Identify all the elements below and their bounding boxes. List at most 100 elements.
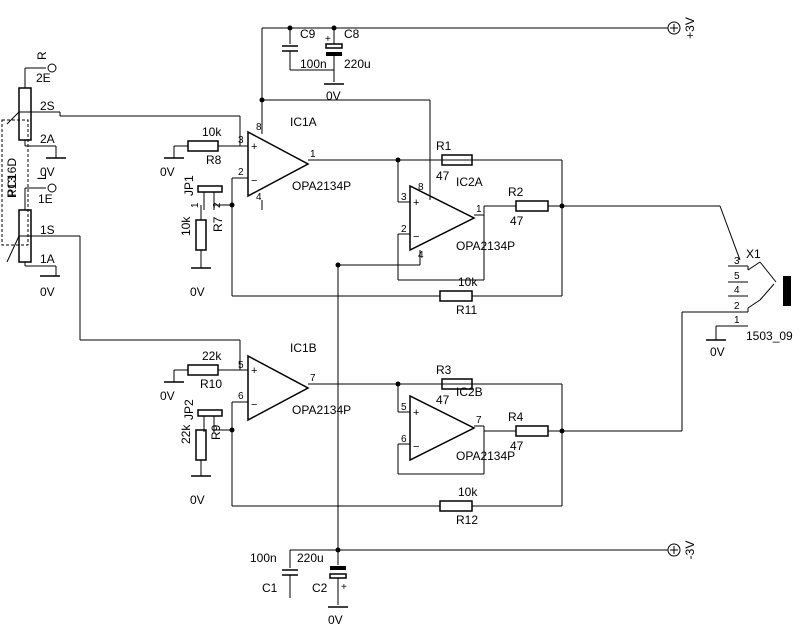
pot-type: PC16D — [5, 158, 19, 197]
ic2a-wiring — [395, 157, 741, 281]
r2-value: 47 — [510, 214, 524, 228]
jumper-jp1[interactable]: JP1 1 2 — [182, 175, 223, 210]
svg-text:+: + — [251, 365, 257, 377]
r7-ref: R7 — [211, 216, 225, 232]
pot-grounds: 0V 0V — [40, 146, 66, 299]
ic2b-ref: IC2B — [456, 385, 483, 399]
capacitor-c2: + 220u C2 — [297, 551, 347, 605]
r4-ref: R4 — [508, 410, 524, 424]
r11-ref: R11 — [456, 303, 477, 317]
ic2b-pin7: 7 — [476, 415, 482, 426]
ic2a-pin1: 1 — [476, 204, 482, 215]
resistor-r7: 0V 10k R7 — [179, 205, 225, 299]
r10-ground: 0V — [160, 389, 175, 403]
ic2b-pin5: 5 — [401, 402, 407, 413]
ic1a-pin3: 3 — [238, 135, 244, 146]
pot-pin-2e: 2E — [36, 71, 51, 85]
r11-value: 10k — [458, 275, 478, 289]
ic2b-pin6: 6 — [401, 434, 407, 445]
r12-value: 10k — [458, 485, 478, 499]
c8-ref: C8 — [344, 27, 360, 41]
ground-bottom: 0V — [328, 606, 348, 627]
pot-ground-l: 0V — [40, 285, 55, 299]
opamp-ic1a[interactable]: + − IC1A OPA2134P 3 2 1 8 4 — [232, 115, 562, 203]
r9-value: 10k — [202, 125, 222, 139]
resistor-r3: R3 47 — [436, 363, 473, 407]
x1-ground: 0V — [710, 345, 725, 359]
jp1-pin2: 2 — [212, 202, 223, 208]
opamp-ic2b[interactable]: + − IC2B OPA2134P 5 6 7 — [398, 385, 515, 463]
ic1b-pin6: 6 — [238, 391, 244, 402]
pot-left-label: L — [35, 173, 49, 180]
c2-ref: C2 — [312, 581, 328, 595]
c8-value: 220u — [344, 57, 371, 71]
pot-pin-2s: 2S — [40, 99, 55, 113]
ic2a-pin4: 4 — [418, 250, 424, 261]
c9-value: 100n — [300, 57, 327, 71]
r10-ref: R10 — [200, 377, 222, 391]
ic2a-ref: IC2A — [456, 175, 483, 189]
capacitor-c8: + C8 220u — [325, 27, 371, 82]
r8-ref: R9 — [209, 424, 223, 440]
pot-ref: R13 — [5, 176, 19, 198]
r9-ref: R8 — [206, 153, 222, 167]
c2-value: 220u — [297, 551, 324, 565]
ic2a-pin2: 2 — [401, 224, 407, 235]
resistor-r1: R1 47 — [436, 139, 473, 183]
opamp-ic1b[interactable]: + − IC1B OPA2134P 5 6 7 — [232, 341, 562, 422]
capacitor-c1: 100n C1 — [250, 551, 298, 598]
r8-value: 22k — [179, 424, 193, 444]
negative-rail-terminal[interactable]: -3V — [667, 541, 697, 560]
ic2a-pin8: 8 — [418, 182, 424, 193]
ic1a-feedback — [214, 160, 563, 297]
pot-ground-r: 0V — [40, 165, 55, 179]
jack-x1[interactable]: X1 1503_09 3 5 4 2 1 0V — [706, 247, 793, 359]
r4-value: 47 — [510, 439, 524, 453]
ic1b-feedback — [214, 384, 563, 507]
ground-top: 0V — [324, 83, 344, 103]
r7-value: 10k — [179, 216, 193, 236]
ic2b-part: OPA2134P — [456, 449, 515, 463]
potentiometer-r13[interactable]: R13 PC16D R 2E 2S 2A L 1E 1S 1A — [1, 51, 241, 370]
svg-text:−: − — [413, 231, 419, 243]
svg-text:+: + — [341, 582, 347, 593]
positive-rail-label: +3V — [683, 17, 697, 39]
pot-pin-1a: 1A — [40, 252, 55, 266]
positive-rail-terminal[interactable]: +3V — [667, 17, 697, 39]
ic2a-pin3: 3 — [401, 192, 407, 203]
x1-pin5: 5 — [734, 271, 740, 282]
r3-value: 47 — [436, 393, 450, 407]
ground-bottom-label: 0V — [328, 613, 343, 627]
c1-value: 100n — [250, 551, 277, 565]
r8-ground: 0V — [190, 493, 205, 507]
c1-ref: C1 — [262, 581, 278, 595]
jumper-jp2[interactable]: JP2 — [182, 399, 223, 432]
capacitor-c9: C9 100n — [282, 27, 334, 71]
svg-text:+: + — [413, 407, 419, 419]
r3-ref: R3 — [436, 363, 452, 377]
resistor-r8: 0V 22k R9 — [179, 424, 223, 507]
ic1a-pin4: 4 — [256, 192, 262, 203]
resistor-r11: 10k R11 — [439, 275, 478, 317]
jp2-ref: JP2 — [182, 399, 196, 420]
jp1-ref: JP1 — [182, 175, 196, 196]
r9-ground: 0V — [160, 165, 175, 179]
x1-pin3: 3 — [734, 256, 740, 267]
ic2b-wiring — [395, 311, 740, 475]
svg-text:−: − — [413, 441, 419, 453]
negative-rail — [261, 200, 668, 568]
opamp-ic2a[interactable]: + − IC2A OPA2134P 3 2 1 8 4 — [398, 175, 515, 261]
r12-ref: R12 — [456, 513, 478, 527]
svg-text:+: + — [413, 197, 419, 209]
negative-rail-label: -3V — [683, 541, 697, 560]
ic1b-pin7: 7 — [310, 373, 316, 384]
ic1a-pin2: 2 — [238, 167, 244, 178]
resistor-r2: R2 47 — [508, 185, 549, 228]
x1-part: 1503_09 — [746, 329, 793, 343]
pot-pin-2a: 2A — [40, 132, 55, 146]
pot-pin-1s: 1S — [40, 223, 55, 237]
resistor-r12: 10k R12 — [439, 485, 478, 527]
r10-value: 22k — [202, 349, 222, 363]
pot-pin-1e: 1E — [38, 192, 53, 206]
